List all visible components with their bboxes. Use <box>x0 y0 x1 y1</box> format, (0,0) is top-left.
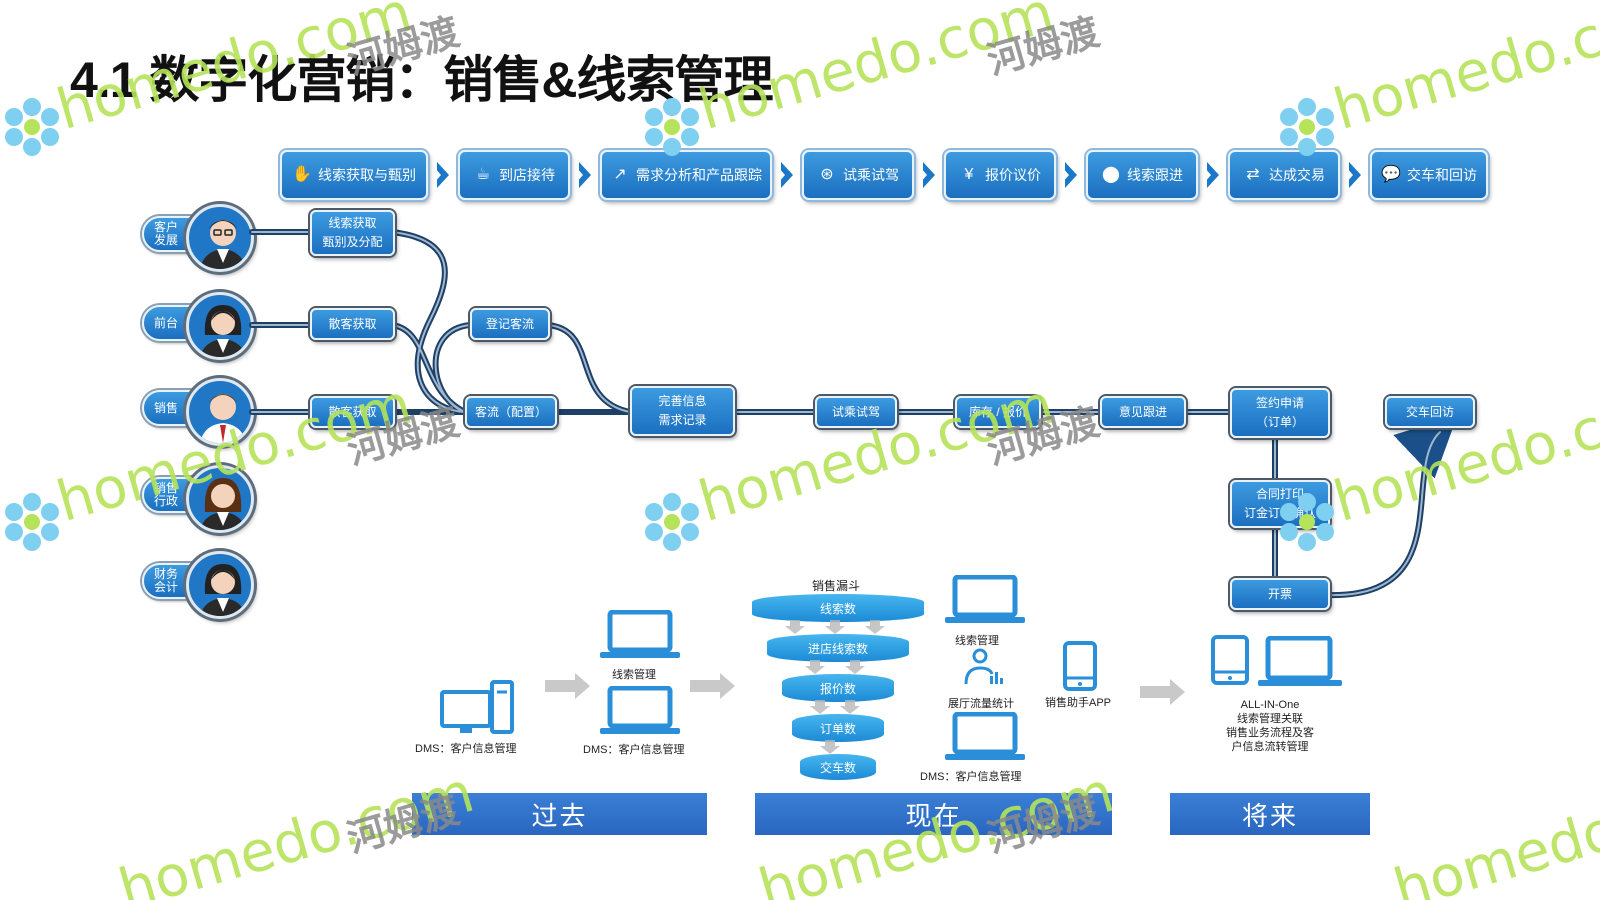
funnel-layer-deliveries: 交车数 <box>800 754 876 780</box>
avatar <box>186 292 254 360</box>
laptop-icon <box>1258 636 1342 686</box>
step-lead-acquire[interactable]: ✋ 线索获取与甄别 <box>280 150 428 200</box>
person-icon <box>199 220 247 269</box>
laptop-icon <box>600 610 680 658</box>
page-title: 4.1 数字化营销：销售&线索管理 <box>70 52 774 108</box>
funnel-layer-orders: 订单数 <box>792 714 884 742</box>
step-delivery[interactable]: 💬 交车和回访 <box>1370 150 1488 200</box>
now-dms-label: DMS：客户信息管理 <box>920 771 1022 783</box>
chat-icon: 💬 <box>1381 166 1401 183</box>
node-lead-acquire[interactable]: 线索获取 甄别及分配 <box>310 210 395 256</box>
node-allocate[interactable]: 客流（配置） <box>465 396 557 428</box>
now-lead-mgmt-label: 线索管理 <box>955 635 999 647</box>
step-deal[interactable]: ⇄ 达成交易 <box>1228 150 1340 200</box>
chevron-right-icon <box>778 162 793 188</box>
future-description: ALL-IN-One 线索管理关联 销售业务流程及客 户信息流转管理 <box>1226 699 1314 753</box>
hand-icon: ✋ <box>292 166 312 183</box>
chevron-right-icon <box>576 162 591 188</box>
past-dms2-label: DMS：客户信息管理 <box>583 744 685 756</box>
past-dms-label: DMS：客户信息管理 <box>415 743 517 755</box>
era-future: 将来 <box>1170 793 1370 835</box>
person-icon <box>200 564 246 616</box>
trend-icon: ↗ <box>613 166 627 183</box>
chevron-right-icon <box>1204 162 1219 188</box>
step-test-drive[interactable]: ⊛ 试乘试驾 <box>802 150 914 200</box>
handshake-icon: ⇄ <box>1246 166 1260 183</box>
funnel-layer-leads: 线索数 <box>752 594 924 622</box>
chevron-right-icon <box>434 162 449 188</box>
person-icon <box>199 394 247 443</box>
laptop-icon <box>600 686 680 734</box>
funnel-layer-store-leads: 进店线索数 <box>767 634 909 662</box>
node-invoice[interactable]: 开票 <box>1230 578 1330 610</box>
node-contract[interactable]: 签约申请 （订单） <box>1230 388 1330 438</box>
person-icon <box>200 305 246 357</box>
step-needs-analysis[interactable]: ↗ 需求分析和产品跟踪 <box>600 150 772 200</box>
funnel-arrows <box>785 620 885 754</box>
node-walkin-sales[interactable]: 散客获取 <box>310 396 395 428</box>
laptop-icon <box>945 575 1025 623</box>
coffee-icon: ☕ <box>475 166 491 183</box>
node-delivery[interactable]: 交车回访 <box>1385 396 1475 428</box>
chevron-right-icon <box>1062 162 1077 188</box>
avatar <box>186 465 254 533</box>
era-now: 现在 <box>755 793 1112 835</box>
node-complete-info[interactable]: 完善信息 需求记录 <box>630 386 735 436</box>
laptop-icon <box>945 712 1025 760</box>
node-follow-up[interactable]: 意见跟进 <box>1100 396 1186 428</box>
price-tag-icon: ¥ <box>964 166 974 183</box>
desktop-computer-icon <box>440 680 514 734</box>
avatar <box>186 551 254 619</box>
era-past: 过去 <box>412 793 707 835</box>
phone-icon <box>1063 641 1097 691</box>
sales-app-label: 销售助手APP <box>1045 697 1112 709</box>
chevron-right-icon <box>920 162 935 188</box>
traffic-label: 展厅流量统计 <box>948 698 1014 710</box>
node-walkin-front[interactable]: 散客获取 <box>310 308 395 340</box>
node-print[interactable]: 合同打印 订金订单确认 <box>1230 480 1330 528</box>
node-test-drive[interactable]: 试乘试驾 <box>815 396 897 428</box>
location-pin-icon: ⬤ <box>1102 166 1120 183</box>
steering-wheel-icon: ⊛ <box>820 166 834 183</box>
funnel-layer-quotes: 报价数 <box>782 674 894 702</box>
node-register[interactable]: 登记客流 <box>470 308 550 340</box>
node-stock-price[interactable]: 库存 / 报价 <box>955 396 1041 428</box>
step-reception[interactable]: ☕ 到店接待 <box>458 150 570 200</box>
chevron-right-icon <box>1346 162 1361 188</box>
step-quote[interactable]: ¥ 报价议价 <box>944 150 1056 200</box>
tablet-icon <box>1211 635 1249 685</box>
step-lead-follow[interactable]: ⬤ 线索跟进 <box>1086 150 1198 200</box>
traffic-stats-icon <box>964 648 1003 685</box>
funnel-title: 销售漏斗 <box>812 579 861 593</box>
past-lead-mgmt-label: 线索管理 <box>612 669 656 681</box>
person-icon <box>200 478 246 530</box>
avatar <box>186 204 254 272</box>
